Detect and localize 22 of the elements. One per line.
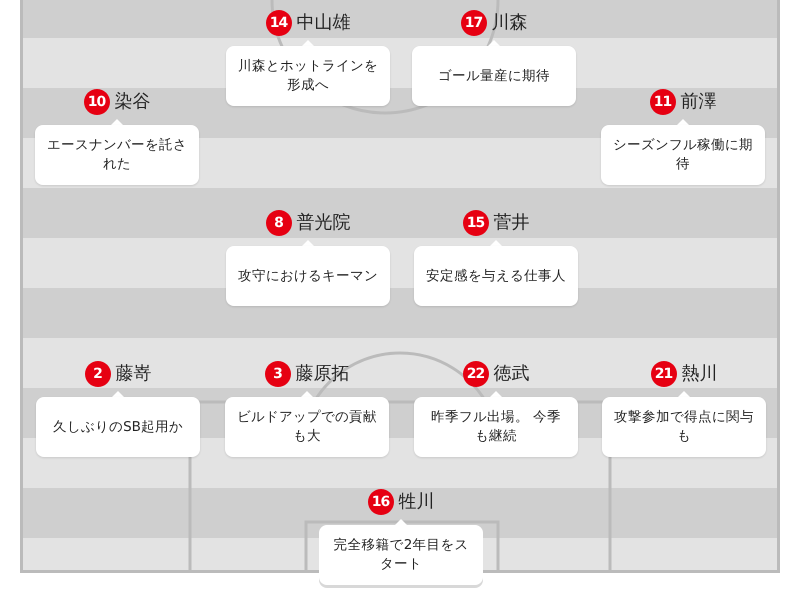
player-name: 藤原拓 — [296, 362, 350, 386]
comment-card: 完全移籍で2年目をスタート — [319, 525, 483, 585]
player-name: 川森 — [492, 11, 528, 35]
player-name: 藤嵜 — [116, 362, 152, 386]
comment-card: 攻撃参加で得点に関与も — [602, 397, 766, 457]
player-name: 前澤 — [680, 90, 716, 114]
player-name: 熱川 — [682, 362, 718, 386]
player-name: 徳武 — [494, 362, 530, 386]
comment-card: 昨季フル出場。 今季も継続 — [414, 397, 578, 457]
comment-card: ゴール量産に期待 — [412, 46, 576, 106]
comment-card: エースナンバーを託された — [35, 125, 199, 185]
comment-card: 安定感を与える仕事人 — [414, 246, 578, 306]
comment-card: 攻守におけるキーマン — [226, 246, 390, 306]
comment-card: 川森とホットラインを形成へ — [226, 46, 390, 106]
player-name: 菅井 — [494, 211, 530, 235]
comment-card: ビルドアップでの貢献も大 — [225, 397, 389, 457]
player-name: 中山雄 — [296, 11, 350, 35]
player-name: 普光院 — [296, 211, 350, 235]
player-name: 染谷 — [114, 90, 150, 114]
player-name: 牲川 — [398, 490, 434, 514]
comment-card: 久しぶりのSB起用か — [36, 397, 200, 457]
comment-card: シーズンフル稼働に期待 — [601, 125, 765, 185]
